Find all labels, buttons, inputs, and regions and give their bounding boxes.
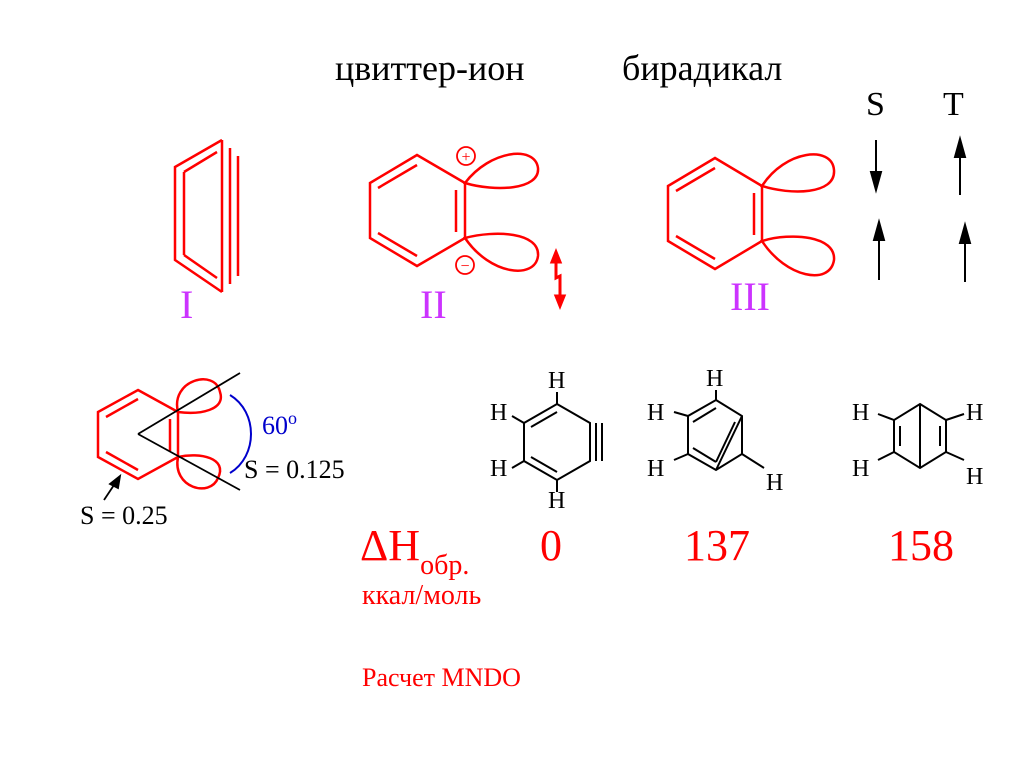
positive-charge: + [456,146,476,166]
molecule-benzyne [511,392,603,492]
header-singlet: S [866,86,885,123]
molecule-dewar-isomer [877,402,965,470]
atom-h: H [852,400,869,426]
header-zwitterion: цвиттер-ион [335,48,525,88]
method-note: Расчет MNDO [362,663,521,692]
atom-h: H [490,400,507,426]
structure-1-aryne [173,138,240,294]
negative-charge: − [455,255,475,275]
resonance-arrow [549,247,567,311]
atom-h: H [766,470,783,496]
label-structure-3: III [730,274,770,319]
svg-text:+: + [461,149,470,166]
atom-h: H [490,456,507,482]
atom-h: H [548,488,565,514]
atom-h: H [966,464,983,490]
molecule-bicyclic-isomer [673,390,765,472]
structure-2-zwitterion [368,152,540,272]
enthalpy-value-dewar: 158 [888,521,954,570]
label-structure-1: I [180,282,193,327]
enthalpy-units: ккал/моль [362,580,481,611]
header-triplet: T [943,86,964,123]
overlap-near: S = 0.25 [80,501,168,530]
atom-h: H [548,368,565,394]
enthalpy-value-benzyne: 0 [540,521,562,570]
label-structure-2: II [420,282,447,327]
atom-h: H [706,366,723,392]
structure-3-biradical [666,153,836,277]
svg-text:−: − [460,258,469,275]
triplet-spin-arrows [953,135,972,282]
enthalpy-label: ΔHобр. [360,521,469,581]
overlap-far: S = 0.125 [244,455,345,484]
atom-h: H [647,400,664,426]
singlet-spin-arrows [869,140,886,280]
overlap-near-arrow [103,473,122,501]
header-biradical: бирадикал [622,48,782,88]
atom-h: H [852,456,869,482]
atom-h: H [966,400,983,426]
enthalpy-value-bicyclic: 137 [684,521,750,570]
geometry-sketch [96,372,252,491]
angle-value: 60o [262,408,297,440]
atom-h: H [647,456,664,482]
